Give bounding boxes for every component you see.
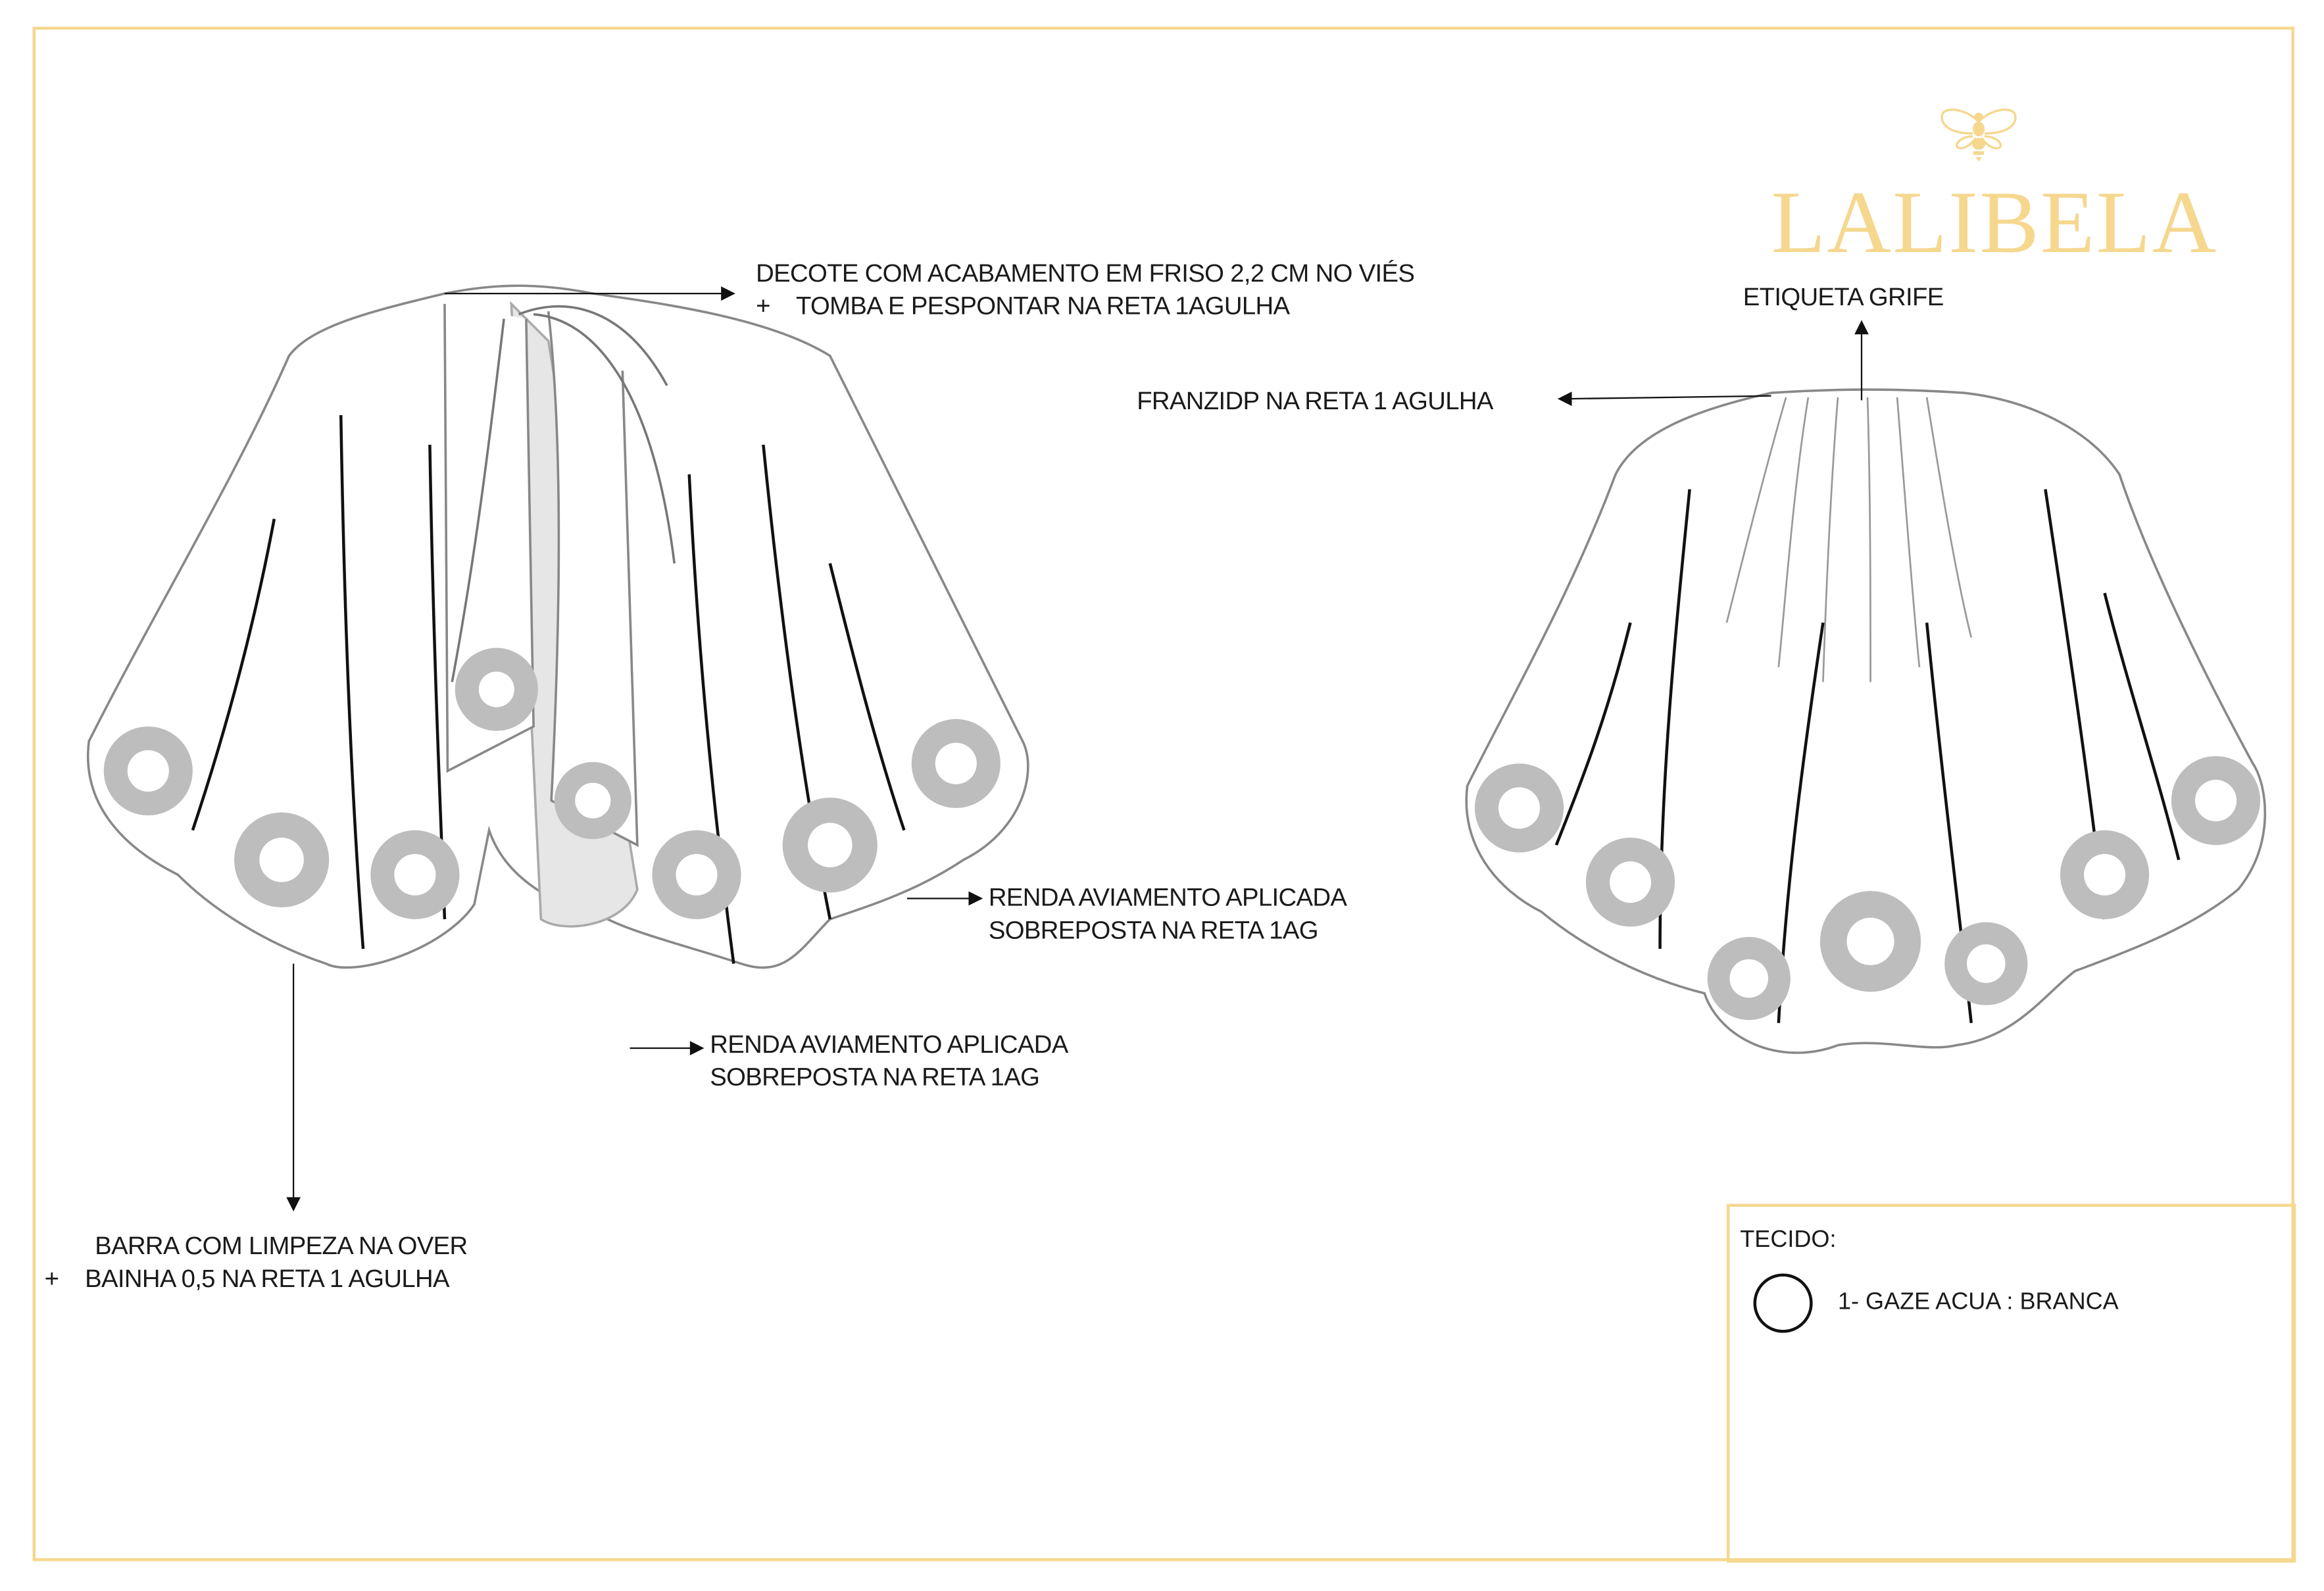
neckline-note-line1: DECOTE COM ACABAMENTO EM FRISO 2,2 CM NO… [756, 259, 1415, 288]
lace-front-note: RENDA AVIAMENTO APLICADA SOBREPOSTA NA R… [989, 882, 1347, 947]
front-cape-sketch [87, 284, 1029, 969]
lace-front-line2: SOBREPOSTA NA RETA 1AG [988, 916, 1319, 945]
hem-note-line2: + BAINHA 0,5 NA RETA 1 AGULHA [44, 1264, 450, 1293]
fabric-panel [1726, 1203, 2296, 1563]
lace-front-line1: RENDA AVIAMENTO APLICADA [988, 883, 1347, 912]
hem-note: BARRA COM LIMPEZA NA OVER + BAINHA 0,5 N… [45, 1230, 468, 1296]
lace-lower-line2: SOBREPOSTA NA RETA 1AG [710, 1063, 1040, 1092]
lace-lower-note: RENDA AVIAMENTO APLICADA SOBREPOSTA NA R… [710, 1029, 1068, 1094]
hem-note-line1: BARRA COM LIMPEZA NA OVER [95, 1232, 468, 1261]
page-border [32, 26, 2294, 1561]
fabric-title: TECIDO: [1740, 1227, 1837, 1253]
fabric-item: 1- GAZE ACUA : BRANCA [1837, 1290, 2119, 1315]
neckline-note: DECOTE COM ACABAMENTO EM FRISO 2,2 CM NO… [756, 258, 1415, 323]
bee-icon [1941, 109, 2017, 162]
annotation-arrows [286, 286, 1869, 1212]
fabric-swatch-circle [1753, 1273, 1813, 1333]
brand-name: LALIBELA [1771, 173, 2218, 272]
back-cape-sketch [1465, 388, 2267, 1054]
gathering-note: FRANZIDP NA RETA 1 AGULHA [1137, 387, 1493, 415]
brand-logo: LALIBELA [1771, 104, 2218, 274]
neckline-note-line2: + TOMBA E PESPONTAR NA RETA 1AGULHA [756, 291, 1290, 320]
label-note: ETIQUETA GRIFE [1743, 283, 1944, 312]
lace-lower-line1: RENDA AVIAMENTO APLICADA [710, 1030, 1068, 1059]
